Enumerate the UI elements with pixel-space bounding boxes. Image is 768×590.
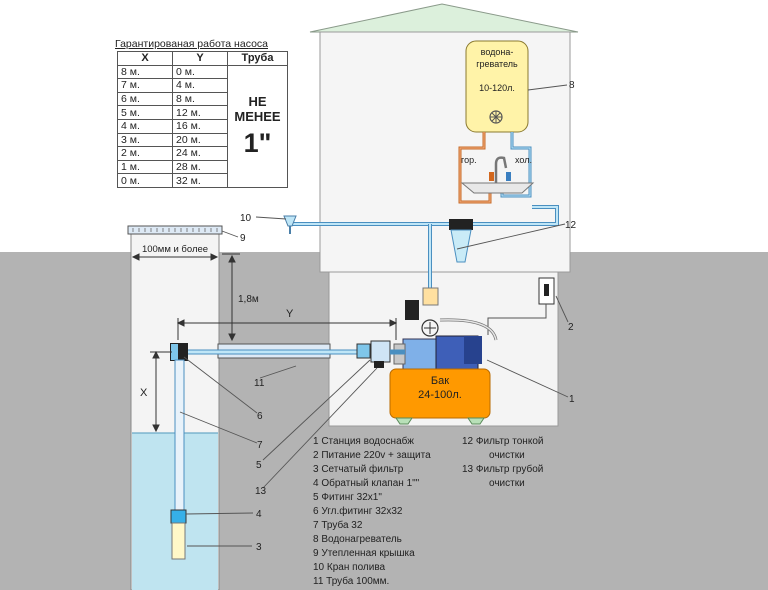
faucet-icon — [494, 156, 508, 183]
callout-2: 2 — [568, 322, 574, 333]
callout-9: 9 — [240, 233, 246, 244]
table-row: 8 м. 0 м. НЕ МЕНЕЕ 1" — [117, 64, 288, 188]
coarse-filter — [370, 340, 391, 363]
table-header-row: X Y Труба — [117, 51, 288, 66]
legend-item: очистки — [489, 450, 525, 461]
legend-item: 4 Обратный клапан 1"" — [313, 477, 420, 489]
legend-item: 12 Фильтр тонкой — [462, 436, 543, 447]
tank-label-2: 24-100л. — [418, 389, 462, 401]
callout-10: 10 — [240, 213, 252, 224]
cell-y: 32 м. — [172, 173, 228, 188]
legend-item: 1 Станция водоснабж — [313, 435, 414, 447]
legend-item: 7 Труба 32 — [313, 519, 363, 531]
well-pipe-32 — [174, 359, 185, 513]
water-heater — [465, 40, 529, 133]
hot-label: гор. — [461, 155, 477, 165]
check-valve-top — [422, 287, 439, 306]
callout-3: 3 — [256, 542, 262, 553]
cell-x: 2 м. — [117, 146, 173, 161]
cell-y: 12 м. — [172, 105, 228, 120]
dim-y-label: Y — [286, 308, 294, 320]
table-caption: Гарантированая работа насоса — [115, 38, 268, 50]
table-row: 7 м.4 м. — [117, 78, 288, 93]
cell-y: 28 м. — [172, 159, 228, 175]
cell-y: 16 м. — [172, 118, 228, 134]
legend-item: 3 Сетчатый фильтр — [313, 463, 404, 475]
legend-item: 6 Угл.фитинг 32х32 — [313, 505, 403, 517]
fine-filter — [450, 229, 472, 263]
cell-y: 4 м. — [172, 78, 228, 93]
callout-8: 8 — [569, 80, 575, 91]
callout-6: 6 — [257, 411, 263, 422]
heater-label-3: 10-120л. — [479, 83, 515, 93]
callout-1: 1 — [569, 394, 575, 405]
pipe-note-line1: НЕ — [248, 94, 267, 110]
cell-x: 7 м. — [117, 78, 173, 93]
table-row: 0 м.32 м. — [117, 173, 288, 188]
callout-12: 12 — [565, 220, 577, 231]
sink — [460, 182, 535, 194]
pipe-note-line2: МЕНЕЕ — [234, 109, 281, 125]
callout-4: 4 — [256, 509, 262, 520]
house-wall — [319, 31, 571, 273]
suction-fitting — [356, 343, 371, 359]
cell-x: 3 м. — [117, 132, 173, 148]
dim-width-label: 100мм и более — [142, 244, 208, 255]
legend-right: 12 Фильтр тонкой очистки 13 Фильтр грубо… — [462, 436, 543, 489]
table-row: 2 м.24 м. — [117, 146, 288, 161]
legend-item: 13 Фильтр грубой — [462, 463, 543, 475]
pipe-size: 1" — [243, 128, 272, 159]
callout-7: 7 — [257, 440, 263, 451]
col-header-x: X — [117, 51, 173, 66]
heater-label-1: водона- — [481, 47, 514, 57]
legend-left: 1 Станция водоснабж 2 Питание 220v + защ… — [313, 435, 431, 587]
cell-x: 1 м. — [117, 159, 173, 175]
house-roof — [309, 3, 579, 33]
cell-x: 8 м. — [117, 64, 173, 80]
legend-item: 11 Труба 100мм. — [313, 575, 389, 587]
table-row: 5 м.12 м. — [117, 105, 288, 120]
cell-y: 24 м. — [172, 146, 228, 161]
callout-5: 5 — [256, 460, 262, 471]
cell-x: 4 м. — [117, 118, 173, 134]
cold-label: хол. — [515, 155, 532, 165]
legend-item: 9 Утепленная крышка — [313, 548, 415, 559]
pump-performance-table: X Y Труба 8 м. 0 м. НЕ МЕНЕЕ 1" 7 м.4 м.… — [117, 51, 288, 188]
cell-x: 5 м. — [117, 105, 173, 120]
cell-y: 0 м. — [172, 64, 228, 80]
pipe-note-cell: НЕ МЕНЕЕ 1" — [227, 64, 288, 188]
dim-x-label: X — [140, 387, 148, 399]
cell-x: 0 м. — [117, 173, 173, 188]
heater-label-2: греватель — [476, 59, 518, 69]
mesh-filter — [171, 522, 186, 560]
dim-depth-label: 1,8м — [238, 294, 259, 305]
legend-item: 8 Водонагреватель — [313, 534, 402, 545]
cell-y: 20 м. — [172, 132, 228, 148]
fine-filter-head — [449, 219, 473, 230]
col-header-pipe: Труба — [227, 51, 288, 66]
callout-13: 13 — [255, 486, 267, 497]
cell-x: 6 м. — [117, 91, 173, 107]
tank-label-1: Бак — [431, 375, 449, 387]
callout-11: 11 — [254, 378, 265, 389]
col-header-y: Y — [172, 51, 228, 66]
legend-item: 2 Питание 220v + защита — [313, 450, 431, 461]
table-row: 4 м.16 м. — [117, 118, 288, 134]
legend-item: 5 Фитинг 32х1" — [313, 492, 382, 503]
legend-item: 10 Кран полива — [313, 562, 386, 573]
cell-y: 8 м. — [172, 91, 228, 107]
garden-tap-icon — [283, 215, 297, 227]
tank — [389, 368, 491, 419]
pump-body — [402, 338, 439, 370]
legend-item: очистки — [489, 478, 525, 489]
check-valve — [170, 509, 187, 524]
